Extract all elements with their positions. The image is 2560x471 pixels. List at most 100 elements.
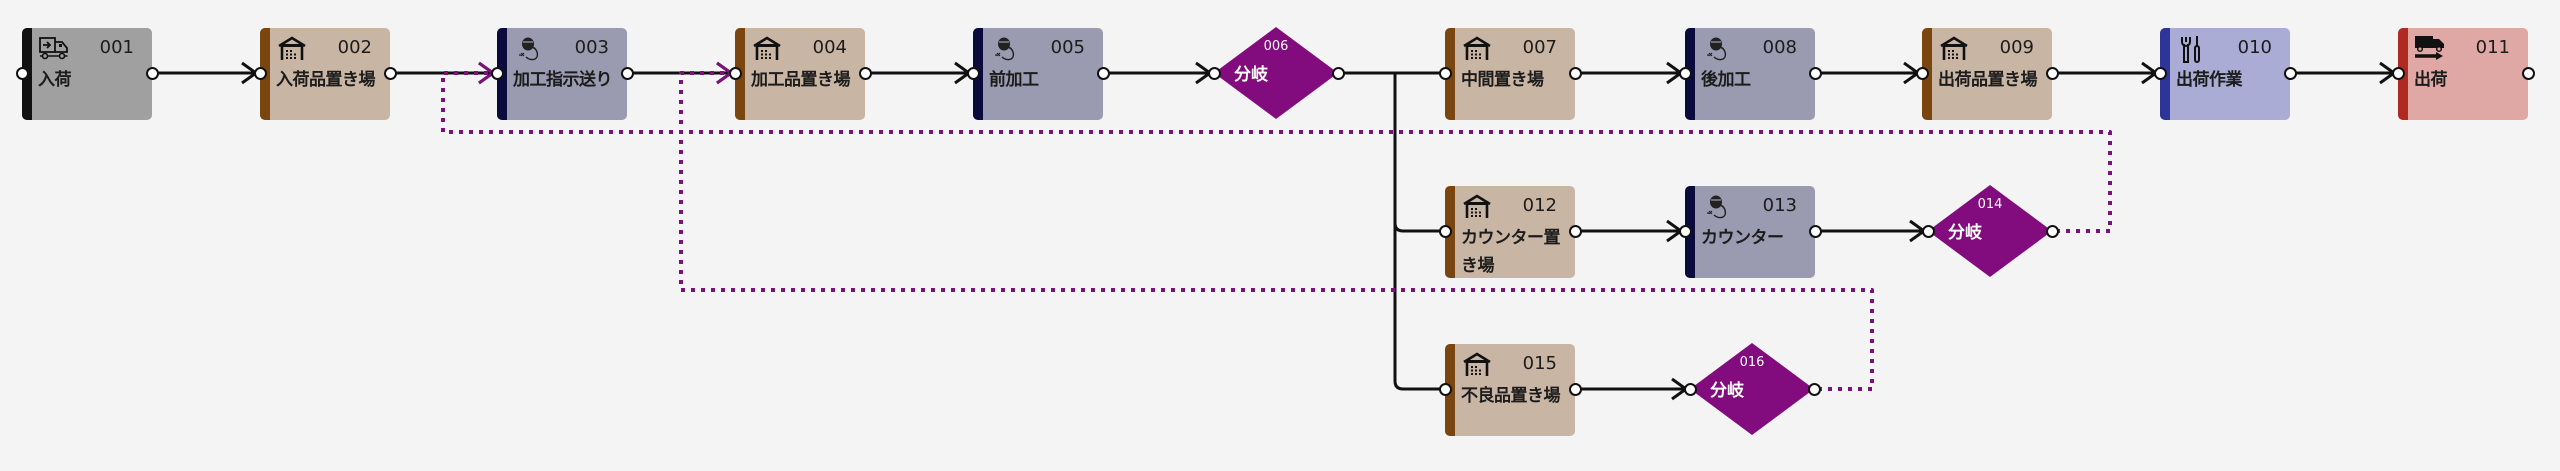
out-port-016[interactable] [1808, 383, 1821, 396]
node-number: 004 [812, 37, 847, 58]
out-port-002[interactable] [384, 67, 397, 80]
warehouse-icon [1461, 34, 1493, 64]
node-label: 中間置き場 [1461, 70, 1544, 90]
process-node-001[interactable]: 001 入荷 [22, 28, 152, 120]
diamond-shape [1928, 185, 2052, 277]
warehouse-icon [751, 34, 783, 64]
node-number: 016 [1739, 355, 1765, 370]
node-label: 加工指示送り [513, 70, 613, 90]
node-number: 015 [1522, 353, 1557, 374]
node-label: カウンター [1701, 228, 1784, 248]
out-port-008[interactable] [1809, 67, 1822, 80]
warehouse-icon [276, 34, 308, 64]
process-node-012[interactable]: 012 カウンター置き場 [1445, 186, 1575, 278]
branch-node-014[interactable]: 014 分岐 [1928, 185, 2052, 277]
node-number: 001 [99, 37, 134, 58]
diamond-shape [1214, 27, 1338, 119]
node-number: 011 [2475, 37, 2510, 58]
out-port-005[interactable] [1097, 67, 1110, 80]
node-label: 前加工 [989, 70, 1039, 90]
node-number: 010 [2237, 37, 2272, 58]
in-port-011[interactable] [2392, 67, 2405, 80]
process-node-004[interactable]: 004 加工品置き場 [735, 28, 865, 120]
in-port-013[interactable] [1679, 225, 1692, 238]
process-node-010[interactable]: 010 出荷作業 [2160, 28, 2290, 120]
branch-node-006[interactable]: 006 分岐 [1214, 27, 1338, 119]
node-number: 003 [574, 37, 609, 58]
node-label: 出荷作業 [2176, 70, 2243, 90]
node-label: 入荷品置き場 [276, 70, 376, 90]
truck-incoming-icon [38, 34, 70, 64]
in-port-010[interactable] [2154, 67, 2167, 80]
in-port-007[interactable] [1439, 67, 1452, 80]
node-label: 加工品置き場 [751, 70, 851, 90]
warehouse-icon [1938, 34, 1970, 64]
process-node-015[interactable]: 015 不良品置き場 [1445, 344, 1575, 436]
node-label: 後加工 [1701, 70, 1751, 90]
out-port-003[interactable] [621, 67, 634, 80]
out-port-013[interactable] [1809, 225, 1822, 238]
worker-icon [1701, 192, 1733, 222]
in-port-002[interactable] [254, 67, 267, 80]
in-port-004[interactable] [729, 67, 742, 80]
out-port-010[interactable] [2284, 67, 2297, 80]
node-label: カウンター置き場 [1461, 228, 1561, 276]
branch-node-016[interactable]: 016 分岐 [1690, 343, 1814, 435]
tools-icon [2176, 34, 2208, 64]
process-node-011[interactable]: 011 出荷 [2398, 28, 2528, 120]
in-port-001[interactable] [16, 67, 29, 80]
truck-outgoing-icon [2414, 34, 2446, 64]
warehouse-icon [1461, 192, 1493, 222]
worker-icon [513, 34, 545, 64]
in-port-005[interactable] [967, 67, 980, 80]
process-node-002[interactable]: 002 入荷品置き場 [260, 28, 390, 120]
node-number: 009 [1999, 37, 2034, 58]
node-number: 005 [1050, 37, 1085, 58]
process-node-008[interactable]: 008 後加工 [1685, 28, 1815, 120]
in-port-009[interactable] [1916, 67, 1929, 80]
node-number: 008 [1762, 37, 1797, 58]
in-port-012[interactable] [1439, 225, 1452, 238]
edge-006-015[interactable] [1393, 73, 1441, 391]
node-label: 分岐 [1948, 223, 1982, 243]
process-node-013[interactable]: 013 カウンター [1685, 186, 1815, 278]
warehouse-icon [1461, 350, 1493, 380]
process-node-003[interactable]: 003 加工指示送り [497, 28, 627, 120]
diamond-shape [1690, 343, 1814, 435]
out-port-001[interactable] [146, 67, 159, 80]
node-label: 入荷 [38, 70, 72, 90]
out-port-007[interactable] [1569, 67, 1582, 80]
in-port-008[interactable] [1679, 67, 1692, 80]
node-label: 出荷品置き場 [1938, 70, 2038, 90]
out-port-012[interactable] [1569, 225, 1582, 238]
out-port-006[interactable] [1332, 67, 1345, 80]
in-port-016[interactable] [1684, 383, 1697, 396]
in-port-006[interactable] [1208, 67, 1221, 80]
process-node-009[interactable]: 009 出荷品置き場 [1922, 28, 2052, 120]
node-number: 007 [1522, 37, 1557, 58]
node-label: 出荷 [2414, 70, 2448, 90]
process-node-005[interactable]: 005 前加工 [973, 28, 1103, 120]
node-label: 分岐 [1234, 65, 1268, 85]
process-node-007[interactable]: 007 中間置き場 [1445, 28, 1575, 120]
in-port-014[interactable] [1922, 225, 1935, 238]
in-port-015[interactable] [1439, 383, 1452, 396]
node-number: 014 [1977, 197, 2003, 212]
out-port-015[interactable] [1569, 383, 1582, 396]
out-port-011[interactable] [2522, 67, 2535, 80]
node-number: 006 [1263, 39, 1289, 54]
node-number: 013 [1762, 195, 1797, 216]
out-port-009[interactable] [2046, 67, 2059, 80]
node-label: 不良品置き場 [1461, 386, 1561, 406]
node-number: 012 [1522, 195, 1557, 216]
node-number: 002 [337, 37, 372, 58]
out-port-014[interactable] [2046, 225, 2059, 238]
in-port-003[interactable] [491, 67, 504, 80]
worker-icon [989, 34, 1021, 64]
out-port-004[interactable] [859, 67, 872, 80]
edge-006-012[interactable] [1393, 73, 1441, 233]
worker-icon [1701, 34, 1733, 64]
node-label: 分岐 [1710, 381, 1744, 401]
